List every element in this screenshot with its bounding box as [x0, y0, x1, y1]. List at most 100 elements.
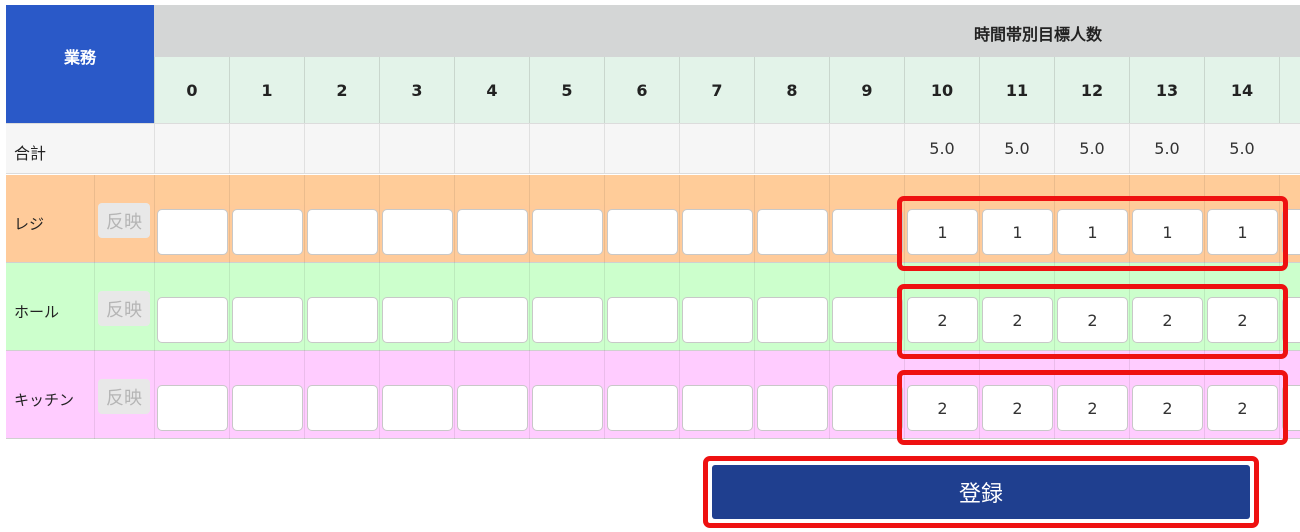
target-input-7[interactable]	[682, 385, 753, 431]
reflect-button[interactable]: 反映	[98, 203, 150, 238]
target-input-1[interactable]	[232, 209, 303, 255]
total-cell-11: 5.0	[979, 124, 1054, 173]
total-cell-6	[604, 124, 679, 173]
hour-header-11: 11	[979, 57, 1054, 123]
target-input-partial[interactable]	[1282, 385, 1300, 431]
target-input-1[interactable]	[232, 297, 303, 343]
target-input-2[interactable]	[307, 209, 378, 255]
target-input-4[interactable]	[457, 297, 528, 343]
row-divider	[1279, 263, 1280, 351]
target-input-4[interactable]	[457, 385, 528, 431]
table-title: 時間帯別目標人数	[974, 25, 1103, 44]
row-divider	[94, 175, 95, 263]
target-input-8[interactable]	[757, 385, 828, 431]
target-input-partial[interactable]	[1282, 209, 1300, 255]
row-divider	[979, 263, 980, 351]
target-input-3[interactable]	[382, 297, 453, 343]
row-divider	[154, 351, 155, 439]
reflect-button[interactable]: 反映	[98, 291, 150, 326]
target-input-13[interactable]: 2	[1132, 297, 1203, 343]
row-divider	[604, 175, 605, 263]
target-input-partial[interactable]	[1282, 297, 1300, 343]
total-cell-5	[529, 124, 604, 173]
target-input-9[interactable]	[832, 385, 903, 431]
target-input-9[interactable]	[832, 297, 903, 343]
total-cell-2	[304, 124, 379, 173]
row-divider	[979, 175, 980, 263]
row-divider	[529, 175, 530, 263]
target-input-12[interactable]: 2	[1057, 297, 1128, 343]
target-input-2[interactable]	[307, 385, 378, 431]
total-cell-7	[679, 124, 754, 173]
row-divider	[229, 263, 230, 351]
target-input-1[interactable]	[232, 385, 303, 431]
target-input-0[interactable]	[157, 209, 228, 255]
hour-header-2: 2	[304, 57, 379, 123]
target-input-7[interactable]	[682, 209, 753, 255]
title-bar: 時間帯別目標人数	[154, 5, 1300, 57]
row-divider	[379, 263, 380, 351]
target-input-6[interactable]	[607, 209, 678, 255]
row-divider	[94, 351, 95, 439]
target-input-13[interactable]: 2	[1132, 385, 1203, 431]
total-cell-12: 5.0	[1054, 124, 1129, 173]
business-name: ホール	[14, 303, 60, 321]
row-divider	[1204, 175, 1205, 263]
row-divider	[1279, 175, 1280, 263]
reflect-button[interactable]: 反映	[98, 379, 150, 414]
row-divider	[529, 351, 530, 439]
submit-button[interactable]: 登録	[712, 465, 1250, 519]
target-input-10[interactable]: 2	[907, 297, 978, 343]
row-divider	[454, 263, 455, 351]
row-divider	[1054, 175, 1055, 263]
target-input-10[interactable]: 1	[907, 209, 978, 255]
row-divider	[154, 263, 155, 351]
row-divider	[829, 175, 830, 263]
row-divider	[454, 351, 455, 439]
target-input-12[interactable]: 2	[1057, 385, 1128, 431]
total-cell-13: 5.0	[1129, 124, 1204, 173]
target-input-8[interactable]	[757, 209, 828, 255]
target-input-10[interactable]: 2	[907, 385, 978, 431]
target-input-8[interactable]	[757, 297, 828, 343]
target-input-13[interactable]: 1	[1132, 209, 1203, 255]
target-input-5[interactable]	[532, 209, 603, 255]
row-divider	[754, 263, 755, 351]
target-input-6[interactable]	[607, 297, 678, 343]
hour-header-9: 9	[829, 57, 904, 123]
target-input-4[interactable]	[457, 209, 528, 255]
row-divider	[754, 175, 755, 263]
target-input-5[interactable]	[532, 297, 603, 343]
hour-header-7: 7	[679, 57, 754, 123]
hour-header-4: 4	[454, 57, 529, 123]
target-input-14[interactable]: 2	[1207, 385, 1278, 431]
row-divider	[1204, 351, 1205, 439]
row-divider	[94, 263, 95, 351]
row-divider	[829, 351, 830, 439]
target-input-14[interactable]: 1	[1207, 209, 1278, 255]
target-input-11[interactable]: 2	[982, 385, 1053, 431]
total-cell-1	[229, 124, 304, 173]
row-divider	[829, 263, 830, 351]
target-input-11[interactable]: 1	[982, 209, 1053, 255]
row-divider	[454, 175, 455, 263]
target-input-3[interactable]	[382, 385, 453, 431]
target-input-5[interactable]	[532, 385, 603, 431]
row-divider	[1054, 351, 1055, 439]
row-divider	[379, 175, 380, 263]
target-input-14[interactable]: 2	[1207, 297, 1278, 343]
target-input-9[interactable]	[832, 209, 903, 255]
total-cell-10: 5.0	[904, 124, 979, 173]
target-input-2[interactable]	[307, 297, 378, 343]
target-input-3[interactable]	[382, 209, 453, 255]
target-input-0[interactable]	[157, 297, 228, 343]
hour-header-5: 5	[529, 57, 604, 123]
hour-header-0: 0	[154, 57, 229, 123]
target-input-12[interactable]: 1	[1057, 209, 1128, 255]
target-input-11[interactable]: 2	[982, 297, 1053, 343]
target-input-0[interactable]	[157, 385, 228, 431]
target-input-6[interactable]	[607, 385, 678, 431]
target-input-7[interactable]	[682, 297, 753, 343]
